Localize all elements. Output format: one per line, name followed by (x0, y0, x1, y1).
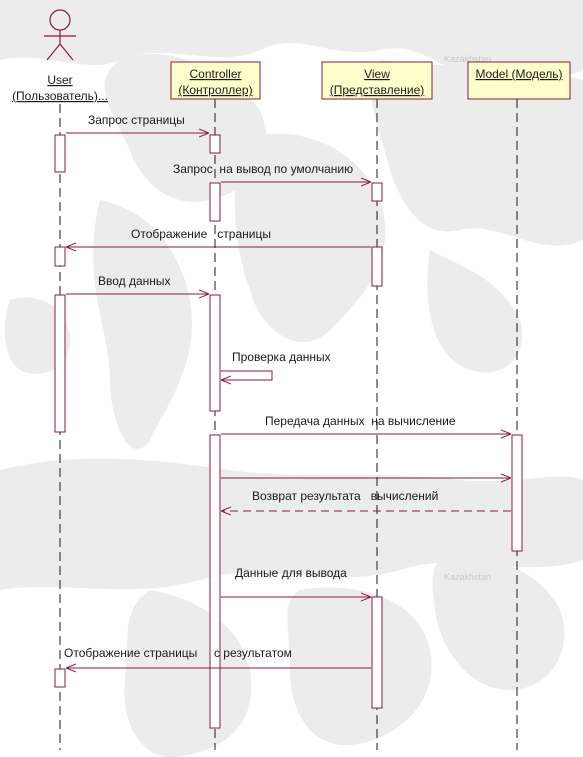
message-9: Данные для вывода (221, 566, 371, 597)
message-3: Отображение страницы (66, 227, 371, 247)
message-2: Запрос на вывод по умолчанию (173, 162, 371, 182)
activation-bar (209, 134, 221, 154)
message-label: Данные для вывода (235, 566, 347, 580)
message-6: Передача данных на вычисление (221, 414, 511, 434)
activation-bar (54, 294, 66, 433)
activation-bars (54, 134, 523, 729)
participant-name: Controller (189, 67, 241, 81)
message-label: Проверка данных (232, 350, 331, 364)
message-label: Ввод данных (98, 274, 171, 288)
map-label: Kazakhstan (444, 54, 491, 64)
activation-bar (511, 434, 523, 552)
participant-name: User (47, 73, 72, 87)
activation-bar (371, 182, 383, 202)
activation-bar (54, 134, 66, 173)
activation-bar (371, 596, 383, 709)
activation-bar (209, 182, 221, 222)
message-label: Запрос на вывод по умолчанию (173, 162, 353, 176)
self-message-arrow (221, 370, 273, 380)
message-label: Передача данных на вычисление (265, 414, 456, 428)
actor-user-icon (44, 9, 76, 61)
activation-bar (209, 434, 221, 729)
message-label: Отображение страницы (131, 227, 271, 241)
participant-headers: User (Пользователь)... Controller (Контролл… (12, 9, 571, 103)
message-5: Проверка данных (221, 350, 331, 380)
message-label: Отображение страницы с результатом (64, 646, 292, 660)
participant-box-model (467, 61, 571, 100)
map-label: Kazakhstan (444, 572, 491, 582)
participant-subname: (Пользователь)... (12, 89, 108, 103)
message-10: Отображение страницы с результатом (64, 646, 371, 668)
participant-box-view (321, 61, 433, 100)
activation-bar (54, 668, 66, 688)
message-4: Ввод данных (66, 274, 209, 294)
participant-subname: (Контроллер) (178, 83, 252, 97)
activation-bar (209, 294, 221, 412)
participant-box-controller (170, 61, 261, 100)
message-label: Возврат результата вычислений (252, 489, 438, 503)
activation-bar (371, 246, 383, 287)
message-8: Возврат результата вычислений (221, 489, 511, 511)
message-1: Запрос страницы (66, 113, 209, 133)
message-label: Запрос страницы (88, 113, 185, 127)
participant-name: Model (Модель) (475, 67, 562, 81)
participant-name: View (364, 67, 390, 81)
participant-subname: (Представление) (330, 83, 425, 97)
activation-bar (54, 246, 66, 267)
